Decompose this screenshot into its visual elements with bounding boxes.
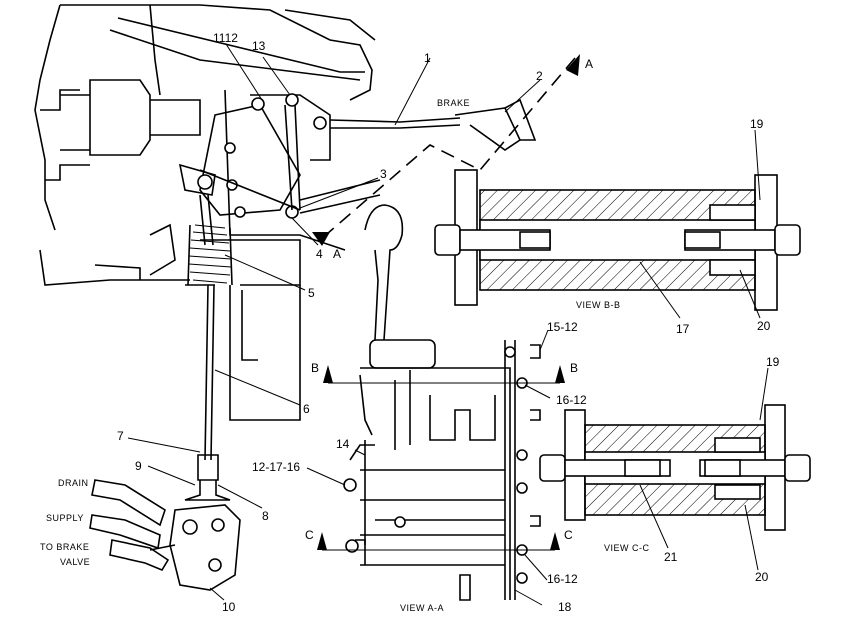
view-bb-text: VIEW B-B (576, 300, 621, 310)
section-letters: A A B B C C (305, 57, 593, 542)
brake-text: BRAKE (437, 98, 470, 108)
label-11-12: 1112 (213, 31, 238, 45)
label-16-12-top: 16-12 (556, 393, 587, 407)
shift-lever (364, 204, 404, 341)
valve-text: VALVE (60, 557, 90, 567)
label-10: 10 (222, 600, 236, 614)
label-17: 17 (676, 322, 690, 336)
label-1: 1 (424, 51, 431, 65)
label-9: 9 (135, 459, 142, 473)
label-8: 8 (262, 509, 269, 523)
brake-valve (89, 479, 241, 591)
brake-rod (329, 98, 537, 151)
section-line-a (312, 54, 580, 246)
supply-text: SUPPLY (46, 513, 84, 523)
frame-outline (34, 4, 376, 421)
view-aa-text: VIEW A-A (400, 603, 444, 613)
label-20-bottom: 20 (755, 570, 769, 584)
label-6: 6 (303, 402, 310, 416)
section-a-mid: A (333, 247, 341, 261)
label-3: 3 (380, 167, 387, 181)
label-19-bottom: 19 (766, 355, 780, 369)
view-c-c-section (539, 404, 811, 531)
view-cc-text: VIEW C-C (604, 543, 650, 553)
label-18: 18 (558, 600, 572, 614)
label-19-top: 19 (750, 117, 764, 131)
view-b-b-section (434, 169, 801, 311)
part-labels: 1 2 3 4 5 6 7 8 9 10 1112 13 14 15-12 16… (117, 31, 780, 614)
label-13: 13 (252, 39, 266, 53)
control-rod-bellows (184, 194, 233, 501)
view-a-a-assembly (343, 339, 541, 601)
brake-linkage (178, 93, 381, 219)
label-14: 14 (336, 437, 350, 451)
label-2: 2 (536, 69, 543, 83)
section-b-left: B (311, 361, 319, 375)
annotations: BRAKE DRAIN SUPPLY TO BRAKE VALVE VIEW B… (40, 98, 650, 613)
leader-lines (127, 43, 769, 606)
section-c-left: C (305, 528, 314, 542)
section-b-right: B (570, 361, 578, 375)
section-a-top: A (585, 57, 593, 71)
label-4: 4 (316, 247, 323, 261)
drain-text: DRAIN (58, 478, 89, 488)
label-21: 21 (664, 550, 678, 564)
to-brake-text: TO BRAKE (40, 542, 89, 552)
label-15-12: 15-12 (547, 320, 578, 334)
label-12-17-16: 12-17-16 (252, 460, 300, 474)
label-20-top: 20 (757, 319, 771, 333)
section-arrows (317, 365, 565, 551)
section-c-right: C (564, 528, 573, 542)
label-5: 5 (308, 286, 315, 300)
label-7: 7 (117, 429, 124, 443)
label-16-12-bottom: 16-12 (547, 572, 578, 586)
